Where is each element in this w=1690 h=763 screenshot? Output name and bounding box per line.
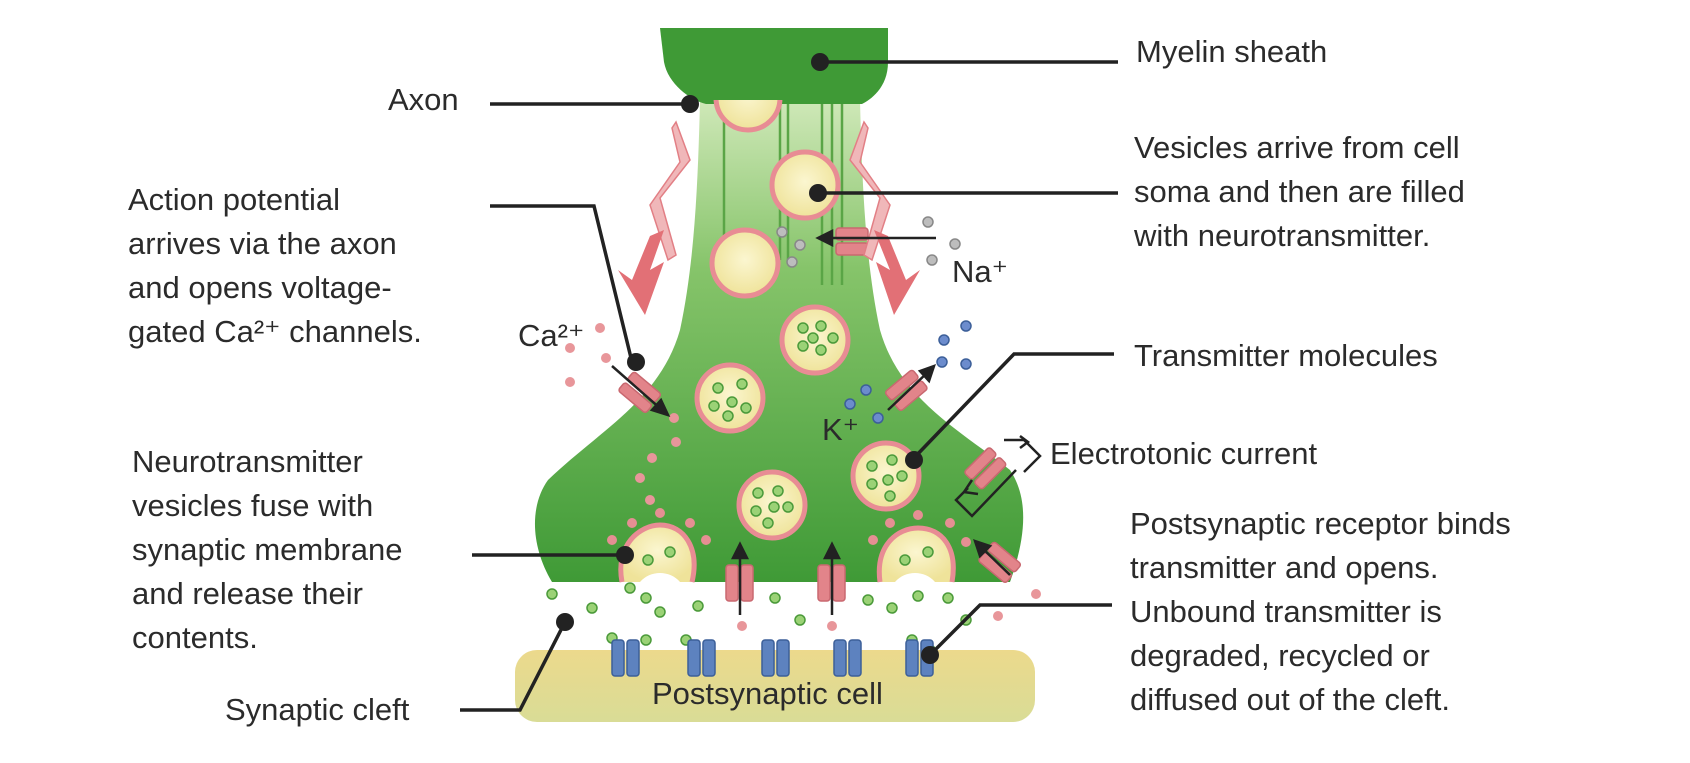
action-potential-line-3: and opens voltage-	[128, 270, 392, 305]
label-electrotonic-current: Electrotonic current	[1050, 436, 1318, 471]
receptor-line-3: Unbound transmitter is	[1130, 594, 1442, 629]
label-axon: Axon	[388, 82, 459, 117]
label-transmitter-molecules: Transmitter molecules	[1134, 338, 1438, 373]
fuse-line-2: vesicles fuse with	[132, 488, 374, 523]
receptor-line-1: Postsynaptic receptor binds	[1130, 506, 1511, 541]
leader-lines	[460, 60, 1118, 712]
membrane-openings	[640, 573, 935, 582]
label-calcium-ion: Ca²⁺	[518, 318, 585, 353]
potassium-ions	[844, 320, 972, 424]
fuse-line-4: and release their	[132, 576, 363, 611]
label-action-potential: Action potential arrives via the axon an…	[128, 178, 422, 354]
vesicles-arrive-line-1: Vesicles arrive from cell	[1134, 130, 1460, 165]
postsynaptic-cell	[515, 650, 1035, 722]
calcium-ions	[565, 323, 1041, 631]
action-potential-line-1: Action potential	[128, 182, 340, 217]
electrotonic-current-arrows	[954, 435, 1042, 518]
receptor-line-5: diffused out of the cleft.	[1130, 682, 1450, 717]
movement-arrows	[611, 228, 1011, 615]
label-myelin-sheath: Myelin sheath	[1136, 34, 1328, 69]
receptor-line-2: transmitter and opens.	[1130, 550, 1439, 585]
label-vesicles-arrive: Vesicles arrive from cell soma and then …	[1134, 126, 1465, 258]
action-potential-line-4: gated Ca²⁺ channels.	[128, 314, 422, 349]
action-potential-arrows	[618, 120, 920, 315]
label-vesicles-fuse: Neurotransmitter vesicles fuse with syna…	[132, 440, 403, 660]
vesicles-arrive-line-3: with neurotransmitter.	[1134, 218, 1431, 253]
fuse-line-5: contents.	[132, 620, 258, 655]
sodium-ions	[776, 216, 961, 268]
receptor-line-4: degraded, recycled or	[1130, 638, 1430, 673]
filled-vesicles	[694, 304, 922, 541]
label-postsynaptic-cell: Postsynaptic cell	[652, 676, 883, 711]
label-synaptic-cleft: Synaptic cleft	[225, 692, 410, 727]
postsynaptic-receptors	[611, 639, 934, 677]
action-potential-line-2: arrives via the axon	[128, 226, 397, 261]
label-potassium-ion: K⁺	[822, 412, 860, 447]
fusing-vesicles	[607, 508, 971, 583]
fuse-line-3: synaptic membrane	[132, 532, 403, 567]
fuse-line-1: Neurotransmitter	[132, 444, 363, 479]
label-postsynaptic-receptor: Postsynaptic receptor binds transmitter …	[1130, 502, 1511, 722]
label-sodium-ion: Na⁺	[952, 254, 1008, 289]
leader-dots	[556, 53, 939, 664]
vesicles-arrive-line-2: soma and then are filled	[1134, 174, 1465, 209]
